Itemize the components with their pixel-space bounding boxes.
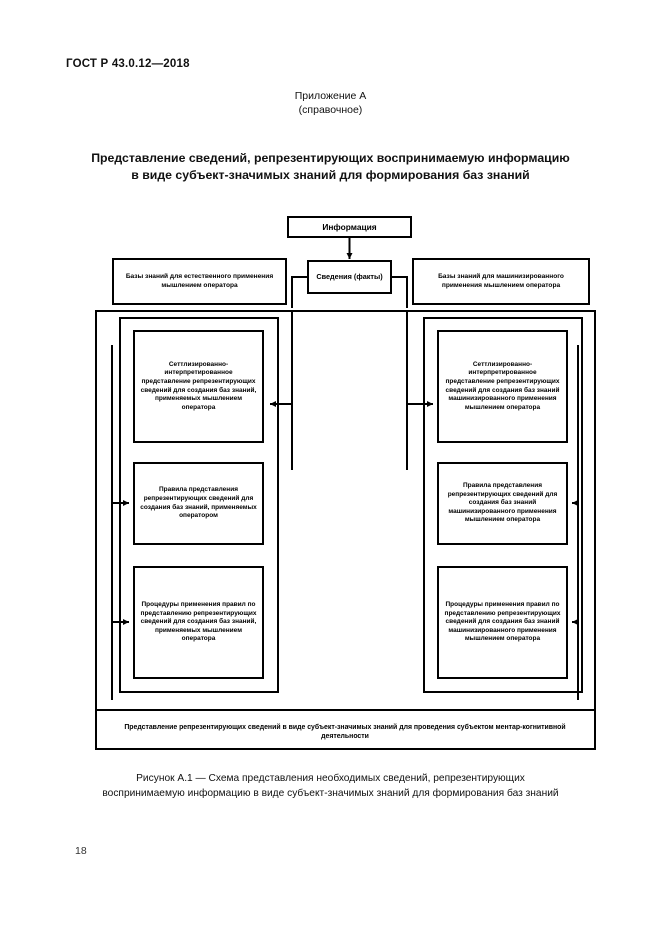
figure-caption: Рисунок А.1 — Схема представления необхо… [55, 772, 606, 801]
page-title-line-2: в виде субъект-значимых знаний для форми… [131, 168, 530, 182]
left-node-procedures-label: Процедуры применения правил по представл… [140, 601, 257, 643]
annex-label: Приложение А [294, 90, 367, 102]
right-node-representation: Сеттлизированно-интерпретированное предс… [437, 330, 568, 443]
right-node-rules: Правила представления репрезентирующих с… [437, 462, 568, 545]
diagram-summary-bar: Представление репрезентирующих сведений … [99, 716, 591, 748]
node-facts-label: Сведения (факты) [316, 272, 383, 282]
left-node-rules: Правила представления репрезентирующих с… [133, 462, 264, 545]
left-node-rules-label: Правила представления репрезентирующих с… [140, 486, 257, 520]
node-information-label: Информация [322, 222, 377, 232]
page-number: 18 [75, 845, 87, 857]
figure-caption-line-1: Рисунок А.1 — Схема представления необхо… [136, 773, 525, 784]
left-node-representation: Сеттлизированно-интерпретированное предс… [133, 330, 264, 443]
left-node-procedures: Процедуры применения правил по представл… [133, 566, 264, 679]
annex-kind: (справочное) [298, 104, 363, 116]
node-facts: Сведения (факты) [307, 260, 392, 294]
figure-caption-line-2: воспринимаемую информацию в виде субъект… [102, 787, 559, 799]
page-title: Представление сведений, репрезентирующих… [60, 150, 601, 184]
page-title-line-1: Представление сведений, репрезентирующих… [91, 151, 570, 165]
right-node-procedures: Процедуры применения правил по представл… [437, 566, 568, 679]
left-column-header-label: Базы знаний для естественного применения… [125, 272, 274, 289]
right-node-procedures-label: Процедуры применения правил по представл… [444, 601, 561, 643]
annex-caption: Приложение А (справочное) [0, 89, 661, 117]
right-column-header: Базы знаний для машинизированного примен… [412, 258, 590, 305]
right-column-header-label: Базы знаний для машинизированного примен… [438, 272, 564, 289]
diagram-summary-label: Представление репрезентирующих сведений … [124, 723, 566, 741]
node-information: Информация [287, 216, 412, 238]
right-node-representation-label: Сеттлизированно-интерпретированное предс… [445, 360, 560, 411]
left-node-representation-label: Сеттлизированно-интерпретированное предс… [140, 360, 257, 411]
right-node-rules-label: Правила представления репрезентирующих с… [447, 482, 558, 524]
left-column-header: Базы знаний для естественного применения… [112, 258, 287, 305]
running-head-standard-number: ГОСТ Р 43.0.12—2018 [66, 58, 190, 70]
